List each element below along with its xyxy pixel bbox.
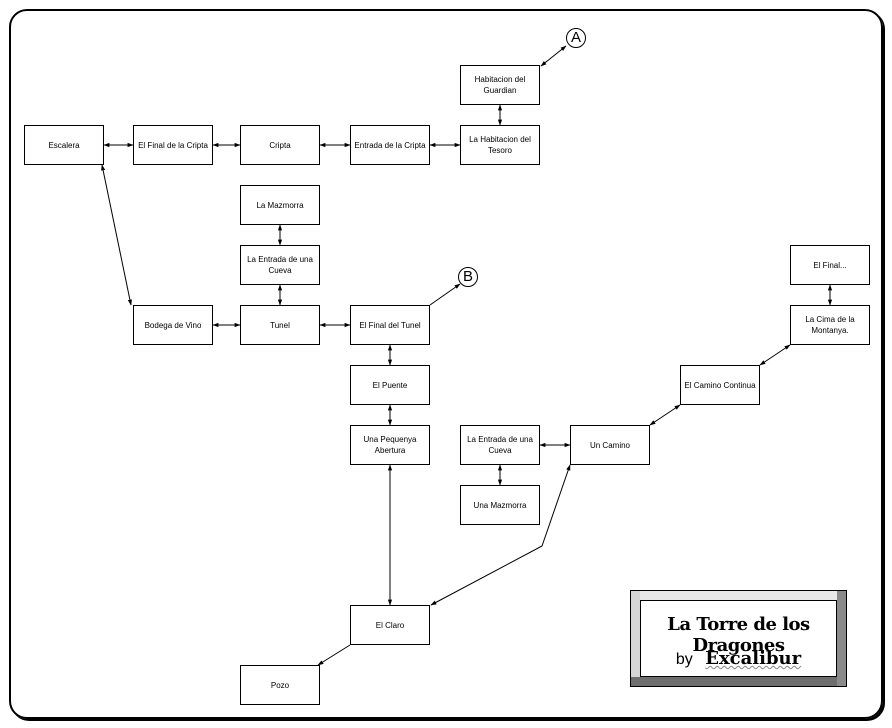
link-escalera-bodega (101, 164, 132, 306)
link-claro-pozo (317, 644, 351, 666)
room-bodega: Bodega de Vino (133, 305, 213, 345)
room-label: Entrada de la Cripta (354, 140, 426, 150)
room-label: El Final del Tunel (359, 320, 421, 330)
room-label: La Habitacion del Tesoro (469, 135, 531, 155)
room-habitacion-guardian: Habitacion del Guardian (460, 65, 540, 105)
room-label: La Entrada de una Cueva (247, 255, 313, 275)
by-word: by (675, 651, 693, 668)
room-label: La Mazmorra (256, 200, 304, 210)
room-label: Un Camino (589, 440, 630, 450)
room-label: Habitacion del Guardian (474, 75, 526, 95)
room-final-tunel: El Final del Tunel (350, 305, 430, 345)
room-entrada-cripta: Entrada de la Cripta (350, 125, 430, 165)
room-camino-continua: El Camino Continua (680, 365, 760, 405)
title-plaque: La Torre de los Dragones by Excalibur (630, 590, 847, 687)
room-final-cripta: El Final de la Cripta (133, 125, 213, 165)
room-label: El Puente (372, 380, 408, 390)
room-label: El Final... (813, 260, 847, 270)
map-frame (9, 9, 883, 719)
room-label: Bodega de Vino (144, 320, 202, 330)
room-claro: El Claro (350, 605, 430, 645)
room-escalera: Escalera (24, 125, 104, 165)
room-entrada-cueva-1: La Entrada de una Cueva (240, 245, 320, 285)
room-tunel: Tunel (240, 305, 320, 345)
room-pequenya-abertura: Una Pequenya Abertura (350, 425, 430, 465)
link-continua-cima (759, 344, 791, 366)
room-label: Cripta (269, 140, 291, 150)
link-final-tunel-b (429, 283, 461, 306)
room-label: Una Mazmorra (473, 500, 527, 510)
title-plaque-inner: La Torre de los Dragones by Excalibur (640, 600, 837, 677)
link-guardian-a (540, 45, 567, 67)
room-entrada-cueva-2: La Entrada de una Cueva (460, 425, 540, 465)
room-label: Pozo (270, 680, 290, 690)
room-label: El Camino Continua (684, 380, 756, 390)
byline: by Excalibur (641, 648, 836, 669)
room-mazmorra-2: Una Mazmorra (460, 485, 540, 525)
room-cripta: Cripta (240, 125, 320, 165)
room-label: La Entrada de una Cueva (467, 435, 533, 455)
room-camino: Un Camino (570, 425, 650, 465)
room-puente: El Puente (350, 365, 430, 405)
room-cima: La Cima de la Montanya. (790, 305, 870, 345)
room-label: Escalera (48, 140, 80, 150)
link-camino-continua (649, 404, 681, 426)
room-label: Tunel (270, 320, 290, 330)
author-name: Excalibur (705, 648, 802, 669)
room-label: El Claro (375, 620, 405, 630)
room-final: El Final... (790, 245, 870, 285)
connector-a: A (566, 28, 586, 48)
game-title: La Torre de los Dragones (667, 614, 810, 656)
room-label: El Final de la Cripta (138, 140, 208, 150)
link-claro-camino (430, 464, 571, 606)
room-label: Una Pequenya Abertura (363, 435, 417, 455)
room-mazmorra-1: La Mazmorra (240, 185, 320, 225)
connector-b: B (458, 267, 478, 287)
room-habitacion-tesoro: La Habitacion del Tesoro (460, 125, 540, 165)
room-pozo: Pozo (240, 665, 320, 705)
room-label: La Cima de la Montanya. (805, 315, 855, 335)
